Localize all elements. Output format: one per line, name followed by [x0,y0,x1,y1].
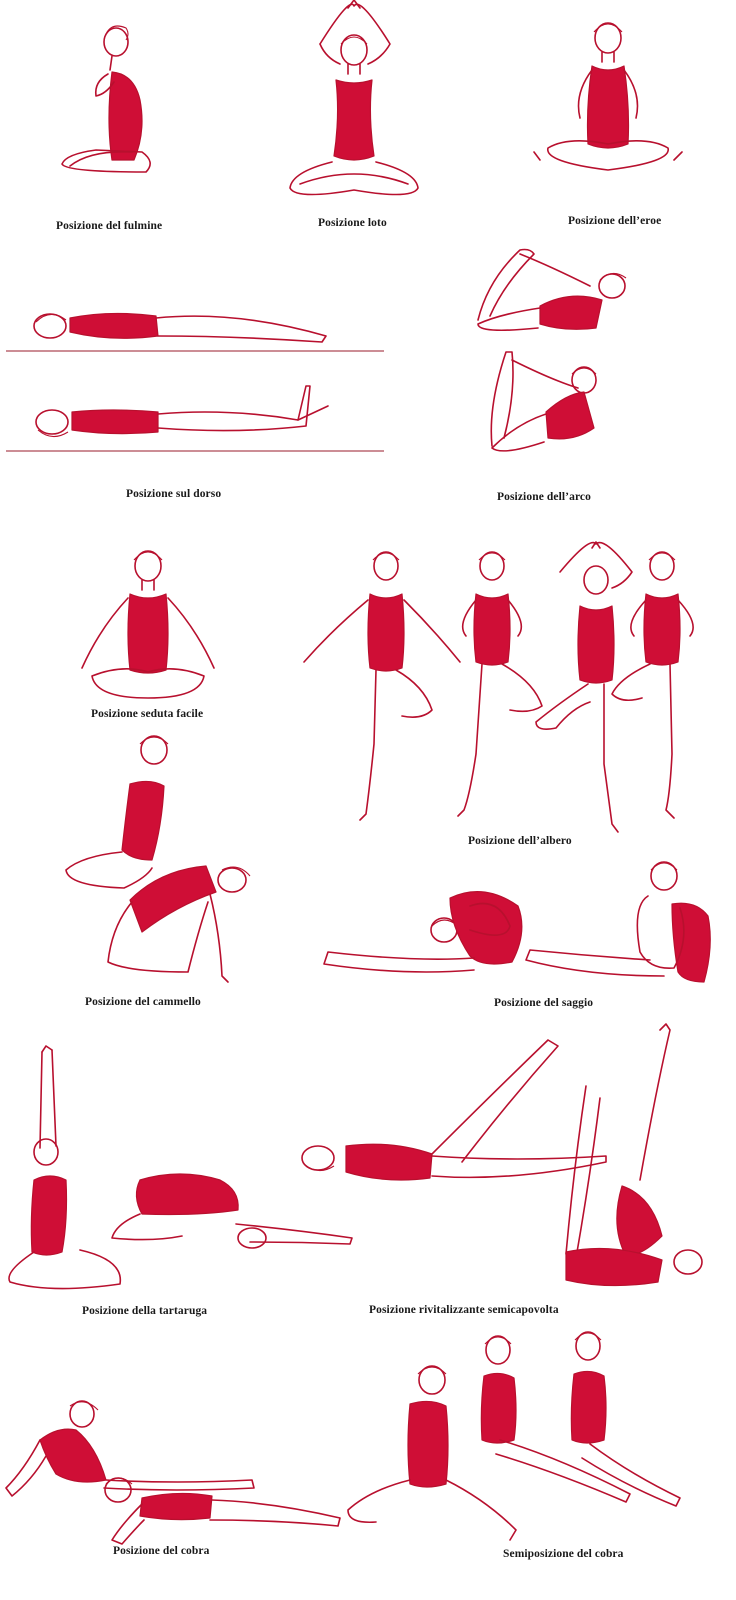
caption-saggio: Posizione del saggio [494,997,594,1009]
caption-cobra: Posizione del cobra [113,1545,210,1557]
figure-cammello [65,735,251,983]
figure-arco [477,248,627,452]
caption-loto: Posizione loto [318,217,387,229]
caption-eroe: Posizione dell’eroe [568,215,662,227]
figure-tartaruga [8,1045,353,1290]
figure-cobra [5,1400,341,1545]
figure-loto [289,0,419,196]
figure-rivitalizzante [301,1023,703,1287]
caption-tartaruga: Posizione della tartaruga [82,1305,208,1317]
caption-albero: Posizione dell’albero [468,835,572,847]
figure-fulmine [61,25,151,173]
figure-semicobra [347,1331,681,1541]
figure-albero [303,541,694,833]
figure-saggio [323,861,711,983]
figure-eroe [533,22,683,171]
caption-arco: Posizione dell’arco [497,491,591,503]
figure-seduta-facile [81,550,215,699]
caption-rivitalizzante: Posizione rivitalizzante semicapovolta [369,1304,559,1316]
caption-cammello: Posizione del cammello [85,996,201,1008]
figure-dorso [6,312,384,452]
caption-fulmine: Posizione del fulmine [56,220,163,232]
caption-semicobra: Semiposizione del cobra [503,1548,624,1560]
caption-seduta-facile: Posizione seduta facile [91,708,204,720]
caption-dorso: Posizione sul dorso [126,488,222,500]
